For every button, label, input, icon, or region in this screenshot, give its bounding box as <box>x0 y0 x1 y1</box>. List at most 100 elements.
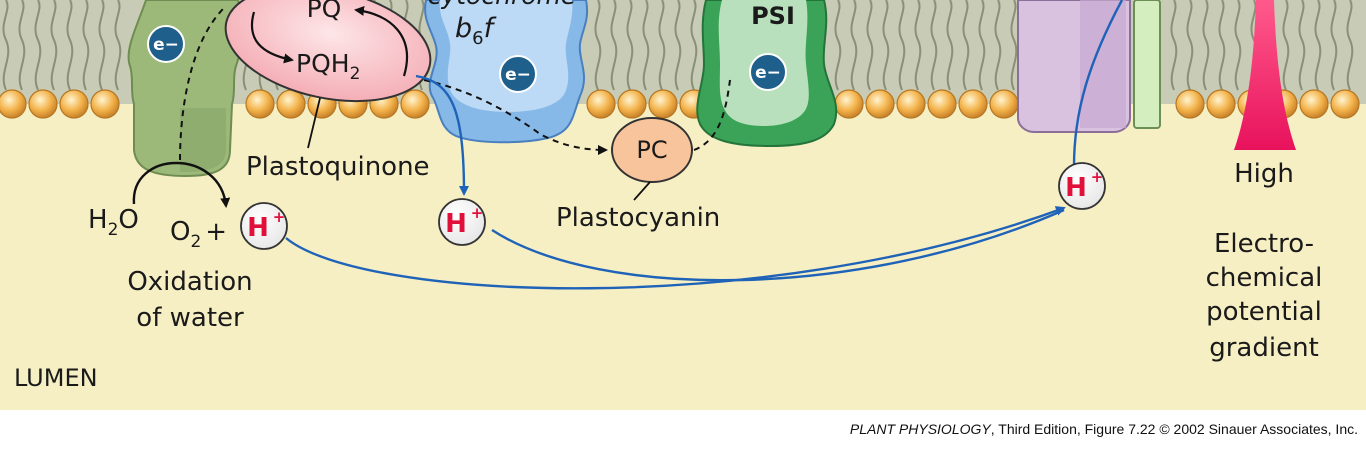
atp-synthase-shade <box>1080 0 1126 128</box>
lipid-head <box>400 89 430 119</box>
plastoquinone-leader <box>307 97 321 149</box>
lipid-head <box>28 89 58 119</box>
lipid-tail <box>674 0 682 91</box>
lipid-head <box>958 89 988 119</box>
lipid-tail <box>610 0 618 91</box>
lipid-head <box>90 89 120 119</box>
lipid-tail <box>18 0 26 91</box>
lipid-tail <box>1314 0 1322 91</box>
gradient-wedge <box>1234 0 1296 150</box>
oxidation-label-line1: Oxidation <box>127 267 252 297</box>
plastocyanin-label: Plastocyanin <box>556 203 720 233</box>
pq-cycle-arrow-right <box>354 5 409 77</box>
gradient-label-line4: gradient <box>1209 333 1319 363</box>
proton-plus: + <box>273 208 286 226</box>
lipid-head <box>1299 89 1329 119</box>
plastoquinone-label: Plastoquinone <box>246 152 430 182</box>
lipid-tail <box>594 0 602 91</box>
plastocyanin-leader <box>633 181 651 201</box>
figure-credit: PLANT PHYSIOLOGY, Third Edition, Figure … <box>0 421 1358 445</box>
proton-h: H <box>247 213 269 243</box>
lipid-head <box>896 89 926 119</box>
cytochrome-b6f-inner <box>439 0 573 112</box>
lipid-tail <box>850 0 858 91</box>
lipid-tail <box>930 0 938 91</box>
lipid-tail <box>866 0 874 91</box>
electron-label: e− <box>755 63 781 83</box>
electron-disk-psi: e− <box>749 53 787 91</box>
lipid-head <box>276 89 306 119</box>
lipid-tail <box>898 0 906 91</box>
proton-plus: + <box>471 204 484 222</box>
lipid-tail <box>946 0 954 91</box>
credit-book-title: PLANT PHYSIOLOGY <box>849 421 991 437</box>
lipid-tail <box>98 0 106 91</box>
gradient-label-line1: Electro- <box>1214 229 1314 259</box>
electron-disk-cytochrome: e− <box>499 55 537 93</box>
lipid-tail <box>978 0 986 91</box>
lumen-label: LUMEN <box>14 364 98 392</box>
lipid-head <box>1330 89 1360 119</box>
lipid-tail <box>114 0 122 91</box>
lipid-head <box>834 89 864 119</box>
lipid-tail <box>834 0 842 91</box>
lipid-head <box>0 89 27 119</box>
water-oxidation-arrow <box>132 161 231 208</box>
pqh2-label: PQH2 <box>296 49 360 84</box>
proton-release-arrow <box>415 74 469 196</box>
pc-label: PC <box>636 136 667 164</box>
electron-path-psii <box>179 5 227 161</box>
lipid-tail <box>962 0 970 91</box>
lipid-tail <box>2 0 10 91</box>
lipid-tail <box>1170 0 1178 91</box>
lipid-tail <box>1186 0 1194 91</box>
lipid-tail <box>642 0 650 91</box>
lipid-tail <box>66 0 74 91</box>
lipid-head <box>648 89 678 119</box>
lipid-head <box>245 89 275 119</box>
lipid-tail <box>914 0 922 91</box>
pq-label: PQ <box>307 0 342 23</box>
oxidation-label-line2: of water <box>136 303 244 333</box>
water-label: H2O <box>88 205 139 240</box>
gradient-label-line2: chemical <box>1206 263 1323 293</box>
proton-disk-water: H + <box>240 202 288 250</box>
proton-atp-arrow <box>1072 0 1124 167</box>
lipid-tail <box>1282 0 1290 91</box>
proton-h: H <box>1065 173 1087 203</box>
lipid-head <box>617 89 647 119</box>
lipid-tail <box>1202 0 1210 91</box>
oxygen-label: O2+ <box>170 217 227 252</box>
svg-text:H: H <box>445 209 467 239</box>
pq-cycle-arrow-left <box>251 11 294 64</box>
proton-flow-arrow-1 <box>285 206 1066 290</box>
lipid-tail <box>690 0 698 91</box>
cytochrome-label: cytochrome <box>428 0 577 10</box>
thylakoid-diagram: e− e− e− H + H + H + PQ PQH2 cytochrome … <box>0 0 1366 410</box>
lipid-tail <box>34 0 42 91</box>
lipid-tail <box>50 0 58 91</box>
atp-synthase-subunit <box>1133 0 1161 129</box>
plastocyanin-oval <box>611 117 693 183</box>
lipid-tail <box>1218 0 1226 91</box>
electron-label: e− <box>505 65 531 85</box>
high-label: High <box>1234 159 1294 189</box>
credit-details: , Third Edition, Figure 7.22 © 2002 Sina… <box>990 421 1358 437</box>
svg-text:H: H <box>1065 173 1087 203</box>
lipid-tail <box>1330 0 1338 91</box>
lipid-head <box>59 89 89 119</box>
proton-plus: + <box>1091 168 1104 186</box>
electron-label: e− <box>153 35 179 55</box>
lipid-head <box>1206 89 1236 119</box>
lipid-head <box>865 89 895 119</box>
lipid-tail <box>82 0 90 91</box>
lipid-head <box>1175 89 1205 119</box>
lipid-tail <box>1298 0 1306 91</box>
lipid-head <box>989 89 1019 119</box>
proton-h: H <box>445 209 467 239</box>
lipid-head <box>927 89 957 119</box>
lipid-tail <box>1010 0 1018 91</box>
proton-flow-arrow-2 <box>491 208 1065 282</box>
lipid-head <box>586 89 616 119</box>
